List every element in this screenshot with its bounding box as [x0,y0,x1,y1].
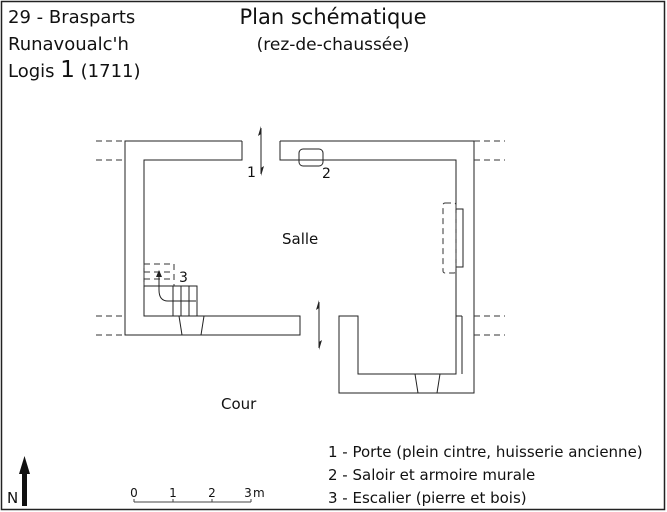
north-arrow-icon [19,456,30,506]
north-label: N [7,489,18,507]
scale-tick-1: 1 [169,486,177,500]
window-splay [414,373,419,394]
staircase [143,263,198,317]
door-arrow-south [316,300,322,350]
window-splay [200,315,205,336]
scale-unit: m [253,486,265,500]
arrowhead-icon [319,340,322,350]
marker-stairs: 3 [179,270,188,286]
arrowhead-icon [316,300,319,310]
logis-number: 1 [60,57,75,83]
east-wing-wall [279,140,475,394]
legend: 1 - Porte (plein cintre, huisserie ancie… [328,443,643,507]
logis-year: (1711) [81,61,141,82]
stair-lower-flight [143,285,198,317]
room-label-salle: Salle [282,230,318,248]
page-title: Plan schématique [239,5,426,29]
scale-tick-0: 0 [130,486,138,500]
saloir-cupboard [298,148,324,167]
location-commune: 29 - Brasparts [8,7,135,28]
marker-saloir: 2 [322,166,331,182]
window-splay [436,373,441,394]
arrowhead-icon [258,126,261,136]
arrowhead-icon [156,270,162,277]
fireplace-hood [442,202,457,274]
scale-bar: 0 1 2 3 m [130,486,265,503]
legend-item-door: 1 - Porte (plein cintre, huisserie ancie… [328,443,643,461]
logis-label: Logis 1 (1711) [8,57,141,83]
legend-item-saloir: 2 - Saloir et armoire murale [328,466,535,484]
marker-door: 1 [247,165,256,181]
location-hamlet: Runavoualc'h [8,34,129,55]
scale-tick-2: 2 [208,486,216,500]
arrowhead-icon [261,166,264,176]
yard-label-cour: Cour [221,395,257,413]
west-wing-wall [124,140,301,336]
stair-upper-flight [143,263,175,287]
page-subtitle: (rez-de-chaussée) [257,35,410,55]
logis-label-text: Logis [8,61,55,82]
walls [96,140,505,394]
scale-tick-3: 3 [244,486,252,500]
legend-item-stairs: 3 - Escalier (pierre et bois) [328,489,527,507]
window-splay [178,315,183,336]
stair-direction-arrow [158,275,173,302]
door-arrow-north [258,126,264,176]
